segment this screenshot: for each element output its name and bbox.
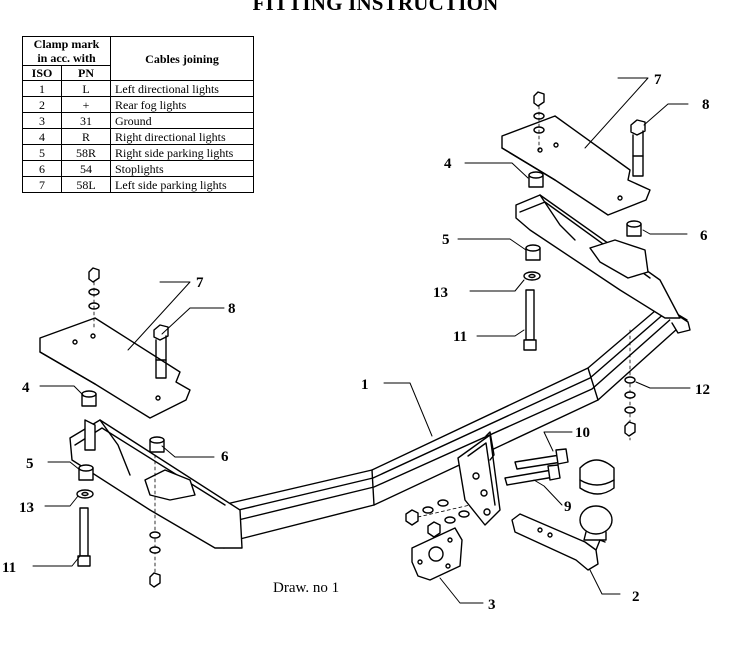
callout-beam-1: 1 [361,377,369,393]
left-lower-bolt [77,507,91,567]
callout-right-11: 11 [453,329,467,345]
callout-socket-3: 3 [488,597,496,613]
drawing-number-caption: Draw. no 1 [273,580,339,596]
pn-header: PN [61,65,111,81]
right-side-bracket [515,194,681,319]
right-spacer-side [626,220,642,237]
leader-lines [32,77,691,604]
callout-right-4: 4 [444,156,452,172]
center-hitch-bracket [457,431,501,526]
callout-ball-2: 2 [632,589,640,605]
clamp-mark-header: Clamp mark in acc. with [22,36,111,66]
tow-ball-head [579,505,613,541]
callout-left-7: 7 [196,275,204,291]
right-bottom-nut-stack [624,329,636,441]
clamp-mark-header-line2: in acc. with [37,51,96,65]
hitch-bolt-lower [504,464,561,486]
desc-cell: Rear fog lights [110,96,254,113]
callout-left-4: 4 [22,380,30,396]
left-mounting-plate [39,317,191,419]
crossbar-beam [213,304,691,549]
left-spacer-upper [81,390,97,407]
callout-left-5: 5 [26,456,34,472]
callout-right-6: 6 [700,228,708,244]
callout-left-6: 6 [221,449,229,465]
callout-right-8: 8 [702,97,710,113]
iso-cell: 7 [22,176,62,193]
right-spacer-lower [525,244,541,261]
callout-left-8: 8 [228,301,236,317]
left-bottom-nut-stack [149,454,161,588]
tow-ball-cap [579,459,615,495]
left-spacer-lower [78,464,94,481]
left-side-bracket [69,419,243,549]
right-spacer-upper [528,171,544,188]
right-bolt [630,119,646,177]
callout-right-13: 13 [433,285,448,301]
callout-right-5: 5 [442,232,450,248]
left-top-nut-stack [88,267,100,331]
tow-ball-neck [511,513,606,571]
hitch-bolt-upper [514,448,569,470]
table-row: 2+Rear fog lights [22,96,254,113]
page-title: FITTING INSTRUCTION [252,0,499,15]
callout-right-12: 12 [695,382,710,398]
right-washer [523,271,541,281]
desc-cell: Right directional lights [110,128,254,145]
clamp-mark-header-line1: Clamp mark [33,37,100,51]
right-mounting-plate [501,115,651,216]
left-bolt [153,324,169,379]
right-lower-bolt [523,289,537,351]
callout-left-13: 13 [19,500,34,516]
pn-cell: 58R [61,144,111,161]
desc-cell: Right side parking lights [110,144,254,161]
callout-left-11: 11 [2,560,16,576]
hitch-nut-stack [405,499,471,538]
callout-labels: 7 8 4 5 13 11 6 7 8 4 6 5 13 11 12 1 10 … [2,72,710,613]
right-top-nut-stack [533,91,545,151]
cable-joining-table: Clamp mark in acc. with Cables joining I… [22,36,254,193]
callout-right-7: 7 [654,72,662,88]
desc-cell: Left side parking lights [110,176,254,193]
left-washer [76,489,94,499]
socket-plate [411,527,463,581]
callout-bolt-9: 9 [564,499,572,515]
callout-bolt-10: 10 [575,425,590,441]
left-spacer-middle [149,436,165,453]
